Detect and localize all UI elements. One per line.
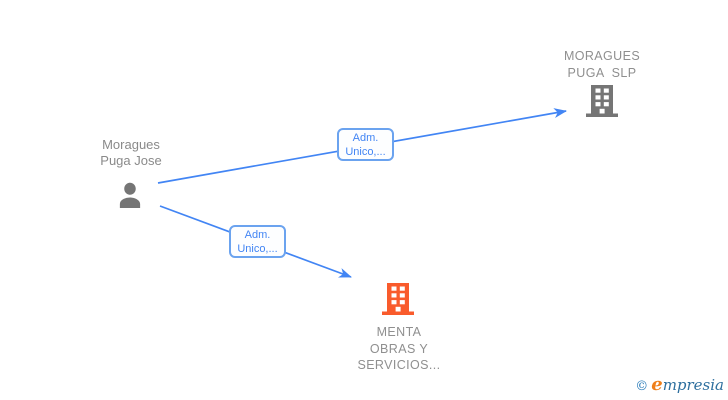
node-person-moragues-puga-jose[interactable] [115, 180, 145, 216]
edge-label-text: Unico,... [345, 145, 386, 158]
node-company-menta-obras[interactable] [381, 283, 415, 320]
brand-name: mpresia [662, 376, 724, 394]
node-label-line: Puga Jose [100, 153, 162, 168]
edge-label-adm-unico-top[interactable]: Adm. Unico,... [337, 128, 394, 161]
person-icon [119, 182, 141, 208]
node-label-line: SERVICIOS... [357, 358, 441, 372]
node-label-moragues-puga-slp[interactable]: MORAGUES PUGA SLP [564, 48, 640, 81]
node-label-line: MORAGUES [563, 49, 641, 63]
empresia-logo[interactable]: ©empresia [635, 374, 724, 395]
edge-label-text: Adm. [244, 228, 271, 241]
node-label-line: OBRAS Y [369, 341, 429, 356]
brand-initial: e [651, 374, 663, 395]
copyright-icon: © [635, 379, 649, 394]
node-label-moragues-puga-jose[interactable]: Moragues Puga Jose [100, 137, 161, 169]
node-label-line: MENTA [376, 325, 422, 339]
node-label-line: Moragues [102, 137, 160, 152]
edge-label-adm-unico-bottom[interactable]: Adm. Unico,... [229, 225, 286, 258]
node-company-moragues-puga-slp[interactable] [584, 85, 620, 122]
edge-label-text: Adm. [352, 131, 379, 144]
building-icon [586, 85, 618, 117]
edge-label-text: Unico,... [237, 242, 278, 255]
node-label-line: PUGA SLP [567, 65, 637, 80]
building-icon [382, 283, 414, 315]
node-label-menta-obras[interactable]: MENTA OBRAS Y SERVICIOS... [357, 324, 440, 374]
